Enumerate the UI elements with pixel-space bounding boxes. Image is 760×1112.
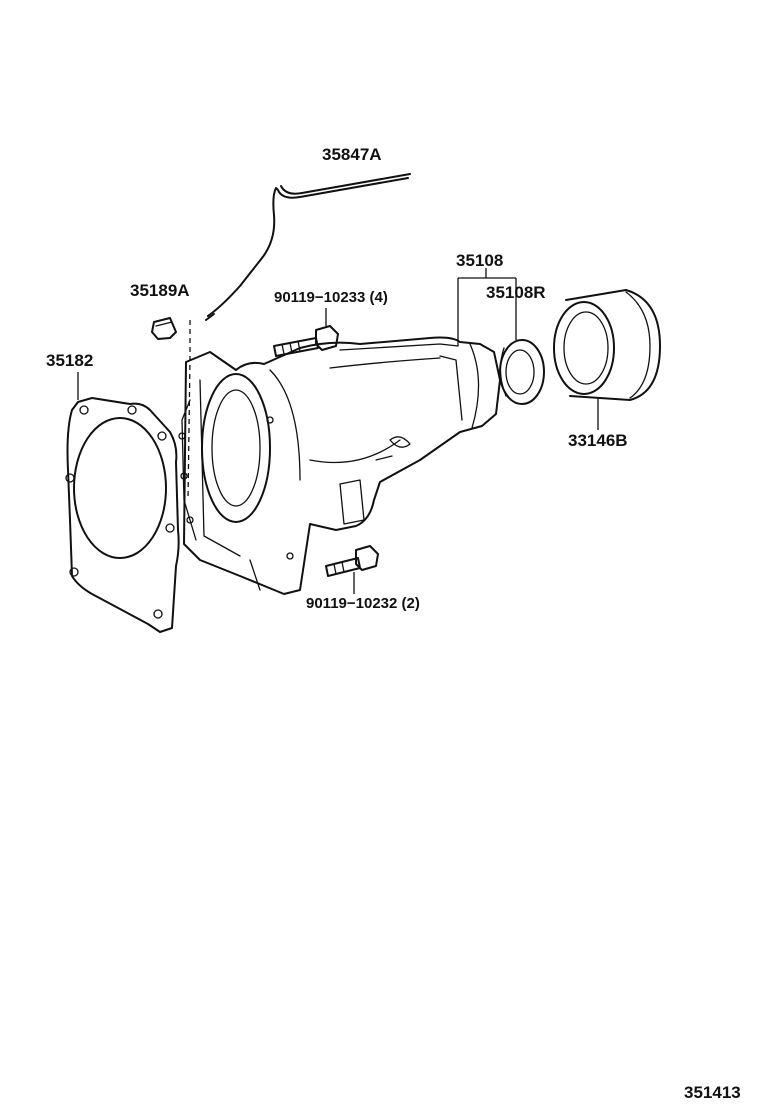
dipstick-tube xyxy=(205,173,411,321)
label-oil-seal: 35108R xyxy=(486,283,546,302)
bolt-lower xyxy=(325,545,379,577)
label-plug: 35189A xyxy=(130,281,190,300)
label-dipstick-tube: 35847A xyxy=(322,145,382,164)
label-bolt-upper: 90119−10233 (4) xyxy=(274,289,388,306)
plug xyxy=(151,317,177,340)
label-extension-housing: 35108 xyxy=(456,251,504,270)
label-dust-cover: 33146B xyxy=(568,431,628,450)
plug-leader-dashed xyxy=(187,320,191,501)
dust-cover xyxy=(553,289,661,401)
oil-seal xyxy=(499,339,545,405)
label-gasket: 35182 xyxy=(46,351,94,370)
gasket xyxy=(65,397,180,633)
label-bolt-lower: 90119−10232 (2) xyxy=(306,595,420,612)
bolt-upper xyxy=(273,325,339,357)
extension-housing xyxy=(178,336,501,595)
diagram-id: 351413 xyxy=(684,1083,741,1102)
